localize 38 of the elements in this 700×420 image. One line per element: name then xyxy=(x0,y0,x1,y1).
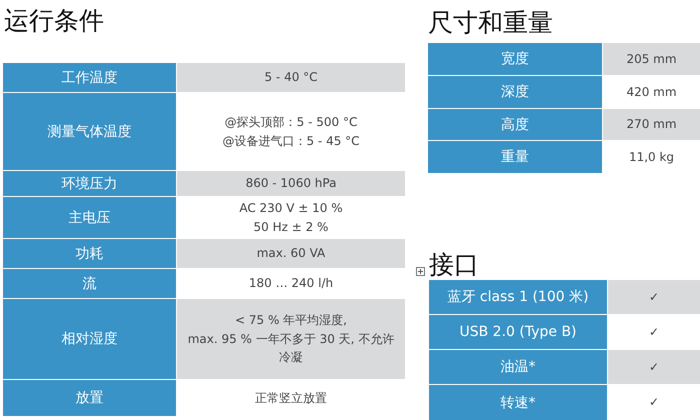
spec-name: 主电压 xyxy=(68,208,110,226)
spec-value: ✓ xyxy=(648,358,660,376)
spec-value: 5 - 40 °C xyxy=(264,69,318,86)
spec-name: 测量气体温度 xyxy=(48,122,132,140)
spec-name: 相对湿度 xyxy=(62,330,118,348)
section-heading: 接口 xyxy=(429,249,479,281)
spec-value: max. 60 VA xyxy=(256,245,326,262)
spec-value: ✓ xyxy=(648,324,660,341)
spec-name: 功耗 xyxy=(76,244,104,262)
section-heading: 运行条件 xyxy=(4,5,104,37)
spec-value: ✓ xyxy=(648,394,660,412)
spec-value: 正常竖立放置 xyxy=(255,390,327,407)
spec-value: 180 … 240 l/h xyxy=(248,275,334,292)
spec-value: max. 95 % 一年不多于 30 天, 不允许冷凝 xyxy=(186,330,396,366)
spec-name: 蓝牙 class 1 (100 米) xyxy=(447,288,589,306)
spec-value: AC 230 V ± 10 % xyxy=(239,200,343,217)
spec-value: 420 mm xyxy=(626,84,677,101)
spec-value: @探头顶部：5 - 500 °C xyxy=(224,114,358,131)
spec-name: 宽度 xyxy=(501,50,529,68)
spec-value: ✓ xyxy=(648,288,660,306)
section-heading: 尺寸和重量 xyxy=(428,7,553,39)
spec-name: 流 xyxy=(82,274,96,292)
spec-value: 270 mm xyxy=(626,116,677,134)
spec-name: 深度 xyxy=(501,83,529,101)
spec-name: 重量 xyxy=(501,148,529,166)
spec-value: @设备进气口：5 - 45 °C xyxy=(222,132,360,150)
spec-name: 环境压力 xyxy=(62,174,118,192)
spec-name: USB 2.0 (Type B) xyxy=(459,324,577,340)
spec-name: 高度 xyxy=(501,116,529,134)
spec-value: 11,0 kg xyxy=(628,148,674,166)
spec-value: 50 Hz ± 2 % xyxy=(254,218,328,236)
spec-name: 转速* xyxy=(500,394,536,412)
spec-value: 860 - 1060 hPa xyxy=(246,175,336,192)
spec-value: < 75 % 年平均湿度, xyxy=(235,312,347,330)
spec-name: 油温* xyxy=(500,358,536,376)
spec-name: 工作温度 xyxy=(62,68,118,86)
spec-value: 205 mm xyxy=(626,50,677,68)
spec-name: 放置 xyxy=(76,389,104,407)
